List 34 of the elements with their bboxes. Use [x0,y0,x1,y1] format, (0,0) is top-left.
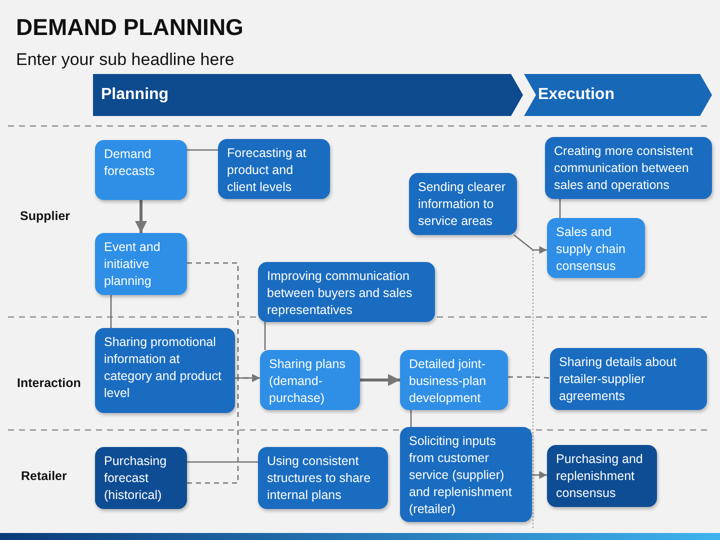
process-box: Using consistent structures to share internal plans [258,447,388,509]
phase-header: Planning [93,74,523,116]
process-box: Event and initiative planning [95,233,187,295]
arrow [360,374,400,386]
process-box: Forecasting at product and client levels [218,139,330,199]
phase-header: Execution [524,74,712,116]
title: DEMAND PLANNING [16,14,244,41]
process-box: Purchasing forecast (historical) [95,447,187,509]
process-box: Sharing promotional information at category and product level [95,328,235,413]
connector-line [187,149,218,151]
arrow [187,374,260,484]
connector-line [110,295,112,328]
arrow [135,200,147,233]
process-box: Sales and supply chain consensus [547,218,645,278]
arrow [514,234,547,254]
process-box: Detailed joint-business-plan development [400,350,508,410]
process-box: Sharing plans (demand-purchase) [260,350,360,410]
subtitle: Enter your sub headline here [16,50,234,70]
lane-label: Supplier [20,209,70,223]
process-box: Sending clearer information to service areas [409,173,517,235]
connector-line [187,461,258,463]
process-box: Improving communication between buyers and sales representatives [258,262,435,322]
lane-label: Interaction [17,376,81,390]
process-box: Soliciting inputs from customer service (supplier) and replenishment (retailer) [400,427,532,522]
process-box: Sharing details about retailer-supplier agreements [550,348,707,410]
connector-line [410,410,412,427]
connector-line [559,199,561,218]
lane-label: Retailer [21,469,67,483]
connector-line [264,322,266,350]
process-box: Demand forecasts [95,140,187,200]
process-box: Purchasing and replenishment consensus [547,445,657,507]
process-box: Creating more consistent communication between sales and operations [545,137,712,199]
connector-line [508,376,550,379]
arrow [532,471,547,479]
